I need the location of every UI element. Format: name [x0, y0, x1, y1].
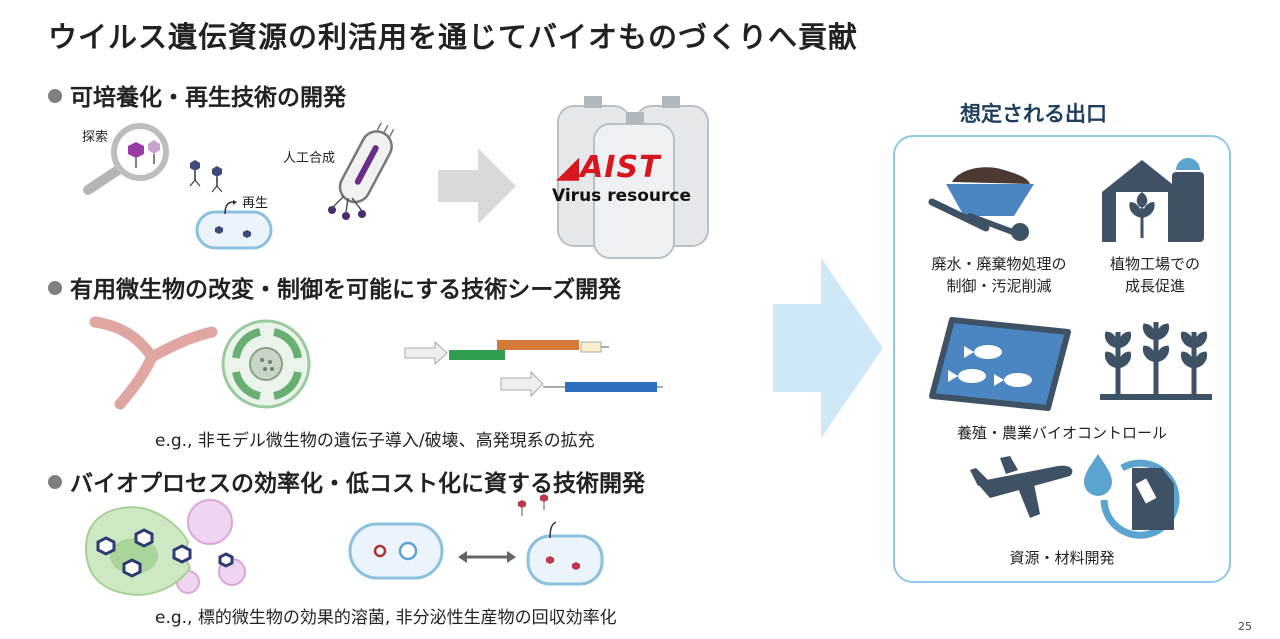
- filament-bacteria-icon: [89, 316, 218, 410]
- outlet-label-aquaculture: 養殖・農業バイオコントロール: [956, 424, 1167, 442]
- wheelbarrow-icon: [928, 167, 1034, 241]
- aist-caption: Virus resource: [552, 186, 692, 206]
- product-cell-icon: [348, 522, 444, 580]
- bullet-icon: [48, 281, 62, 295]
- synthetic-phage-icon: [328, 122, 395, 220]
- outlet-label-resources: 資源・材料開発: [1009, 549, 1115, 567]
- section3-example: e.g., 標的微生物の効果的溶菌, 非分泌性生産物の回収効率化: [155, 608, 617, 628]
- section2-heading-text: 有用微生物の改変・制御を可能にする技術シーズ開発: [70, 277, 622, 303]
- outlet-label-wastewater: 廃水・廃棄物処理の制御・汚泥削減: [931, 255, 1067, 295]
- double-arrow-icon: [458, 551, 516, 563]
- fuel-icon: [1084, 454, 1180, 539]
- gene-construct-diagram: [404, 340, 663, 398]
- crops-icon: [1100, 322, 1212, 400]
- label-search: 探索: [82, 130, 109, 145]
- algae-cell-icon: [221, 319, 311, 409]
- page-number: 25: [1238, 620, 1252, 633]
- phage-cell-icon: [518, 494, 604, 586]
- bullet-icon: [48, 89, 62, 103]
- arrow-blue-icon: [773, 258, 883, 438]
- airplane-icon: [970, 456, 1073, 518]
- section3-heading-text: バイオプロセスの効率化・低コスト化に資する技術開発: [70, 471, 645, 497]
- outlets-title: 想定される出口: [960, 102, 1107, 126]
- bullet-icon: [48, 475, 62, 489]
- lysis-cell-icon: [84, 499, 246, 596]
- label-synthesis: 人工合成: [283, 151, 336, 166]
- fish-farm-icon: [929, 317, 1071, 411]
- regen-cell-icon: [195, 200, 273, 250]
- phage-icons: [189, 160, 223, 193]
- section1-heading: 可培養化・再生技術の開発: [48, 78, 346, 112]
- page-title: ウイルス遺伝資源の利活用を通じてバイオものづくりへ貢献: [48, 20, 859, 54]
- plant-factory-icon: [1102, 158, 1204, 242]
- outlet-label-plant-factory: 植物工場での成長促進: [1109, 255, 1200, 295]
- storage-tanks-icon: [557, 96, 709, 259]
- section3-heading: バイオプロセスの効率化・低コスト化に資する技術開発: [48, 464, 645, 498]
- section1-heading-text: 可培養化・再生技術の開発: [70, 85, 346, 111]
- aist-logo: ◢AIST: [556, 150, 661, 185]
- magnifier-icon: [83, 123, 169, 195]
- label-regen: 再生: [242, 196, 269, 211]
- section2-heading: 有用微生物の改変・制御を可能にする技術シーズ開発: [48, 270, 621, 304]
- aist-logo-text: AIST: [580, 150, 661, 185]
- arrow-gray-icon: [438, 148, 516, 224]
- section2-example: e.g., 非モデル微生物の遺伝子導入/破壊、高発現系の拡充: [155, 431, 595, 451]
